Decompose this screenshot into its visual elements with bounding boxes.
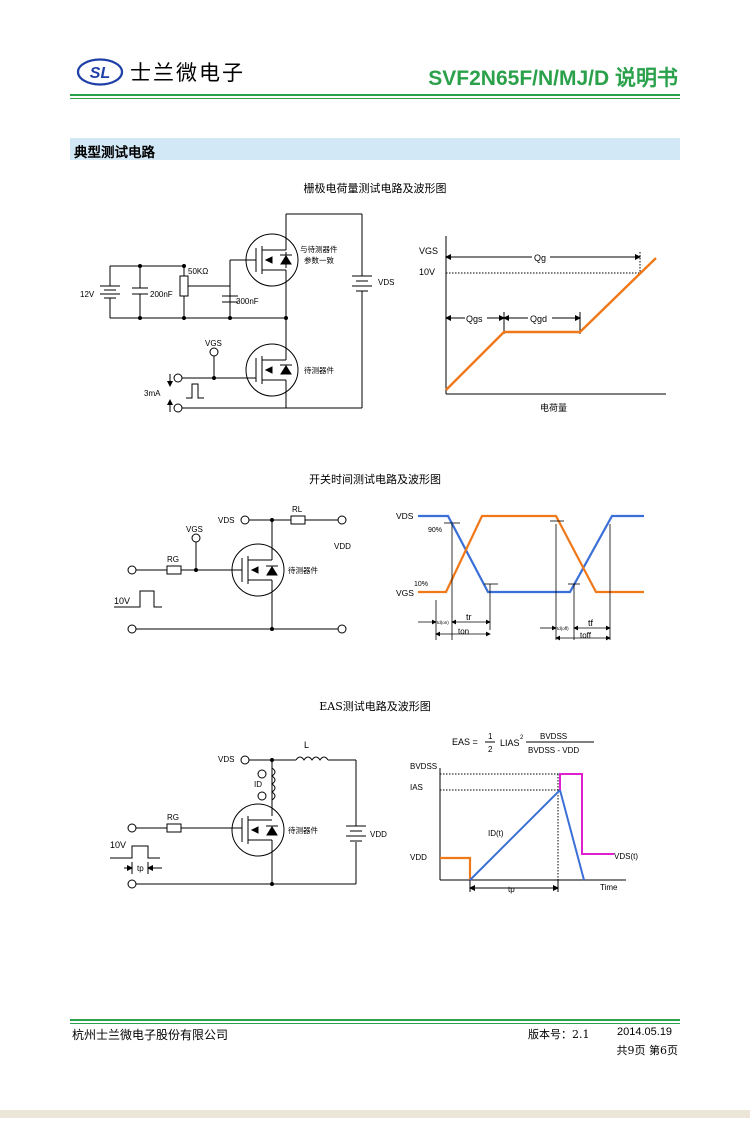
company-logo-icon: SL [76,58,124,86]
switching-diode [250,565,278,576]
formula-frac-num: BVDSS [540,732,567,741]
wave-label-qgs: Qgs [466,314,483,324]
section-bar [70,138,680,160]
wave-label-charge: 电荷量 [540,402,567,414]
eas-label-10v: 10V [110,840,126,850]
figures-canvas: 12V 200nF 50KΩ 300nF 与待测器件 参数一致 VDS VGS … [80,213,666,894]
wave-label-vgs: VGS [419,246,438,256]
eas-vds-trace [559,773,614,855]
eas-label-dut: 待测器件 [288,825,318,835]
label-same-as-dut-2: 参数一致 [304,255,334,265]
formula-sup: 2 [520,735,524,741]
figure-caption-switching: 开关时间测试电路及波形图 [309,473,441,486]
gate-charge-terminals [138,264,288,413]
label-vgs: VGS [205,339,222,348]
formula-mid: LIAS [500,738,520,748]
figure-caption-gate-charge: 栅极电荷量测试电路及波形图 [303,182,447,195]
sw-label-vgs: VGS [186,525,203,534]
sw-wave-10: 10% [414,581,428,588]
sw-label-10v: 10V [114,596,130,606]
label-dut: 待测器件 [304,365,334,375]
sw-wave-tdon: td(on) [437,620,449,625]
header-brand: SL 士兰微电子 [76,56,245,88]
sw-label-dut: 待测器件 [288,565,318,575]
formula-frac-den: BVDSS - VDD [528,746,579,755]
vgs-trace-switching [418,514,644,594]
footer-rule [70,1019,680,1021]
eas-components [127,755,274,889]
gate-charge-circuit [100,213,372,412]
sw-wave-tf: tf [588,618,594,628]
switching-waveform: VDS 90% 10% VGS td(on) tr ton td(off) tf… [396,511,644,641]
label-12v: 12V [80,290,95,299]
gate-charge-labels: 12V 200nF 50KΩ 300nF 与待测器件 参数一致 VDS VGS … [80,244,394,398]
header-doc-title: SVF2N65F/N/MJ/D 说明书 [428,67,678,90]
eas-label-rg: RG [167,813,179,822]
sw-wave-toff: toff [580,631,592,640]
vds-trace [418,514,644,594]
page-bottom-band [0,1110,750,1118]
footer-version: 版本号：2.1 [528,1028,590,1041]
footer-date: 2014.05.19 [617,1026,673,1038]
section-title: 典型测试电路 [74,145,155,161]
eas-wave-time: Time [600,883,618,892]
formula-den: 2 [488,745,493,754]
label-200nf: 200nF [150,290,173,299]
eas-wave-idt: ID(t) [488,829,504,838]
label-vds: VDS [378,278,394,287]
wave-label-10v: 10V [419,267,435,277]
footer-rule-thin [70,1023,680,1024]
sw-wave-tdoff: td(off) [557,626,569,631]
sw-label-vds: VDS [218,516,234,525]
label-same-as-dut-1: 与待测器件 [300,244,338,254]
sw-label-rg: RG [167,555,179,564]
label-3ma: 3mA [144,389,161,398]
footer-pages: 共9页 第6页 [616,1044,679,1057]
wave-label-qg: Qg [534,253,546,263]
eas-wave-tp: tp [508,885,515,894]
sw-wave-vgs: VGS [396,588,414,598]
eas-diode [250,825,278,836]
formula-lhs: EAS = [452,737,478,747]
switching-components [127,515,347,634]
header-rule [70,94,680,96]
gate-charge-diodes [264,254,292,375]
sw-wave-vds: VDS [396,511,414,521]
wave-label-qgd: Qgd [530,314,547,324]
eas-label-vdd: VDD [370,830,387,839]
eas-vdd-trace [440,856,472,880]
gate-charge-waveform: VGS 10V Qg Qgs Qgd 电荷量 [419,236,666,414]
eas-labels: VDS L ID RG 10V tp 待测器件 VDD [110,740,387,873]
formula-num: 1 [488,732,493,741]
vgs-trace [445,257,657,391]
eas-label-vds: VDS [218,755,234,764]
header-company-name: 士兰微电子 [130,61,245,85]
logo-text: SL [90,65,110,82]
eas-label-tp: tp [137,864,144,873]
sw-label-rl: RL [292,505,303,514]
switching-labels: VDS RL VGS RG VDD 待测器件 10V [114,505,351,606]
eas-wave-bvdss: BVDSS [410,762,437,771]
sw-wave-ton: ton [458,627,469,636]
eas-label-l: L [304,740,309,750]
label-300nf: 300nF [236,297,259,306]
eas-circuit [110,756,366,885]
sw-wave-90: 90% [428,527,442,534]
eas-wave-ias: IAS [410,783,423,792]
eas-formula: EAS = 1 2 LIAS 2 BVDSS BVDSS - VDD [452,732,594,755]
label-50k: 50KΩ [188,267,208,276]
sw-wave-tr: tr [466,612,472,622]
eas-wave-vdd: VDD [410,853,427,862]
header-rule-thin [70,98,680,99]
eas-wave-vdst: VDS(t) [614,852,638,861]
footer-company: 杭州士兰微电子股份有限公司 [72,1028,229,1042]
eas-waveform: BVDSS IAS ID(t) VDD VDS(t) tp Time [410,762,638,894]
eas-label-id: ID [254,780,262,789]
figure-caption-eas: EAS测试电路及波形图 [319,700,431,713]
sw-label-vdd: VDD [334,542,351,551]
